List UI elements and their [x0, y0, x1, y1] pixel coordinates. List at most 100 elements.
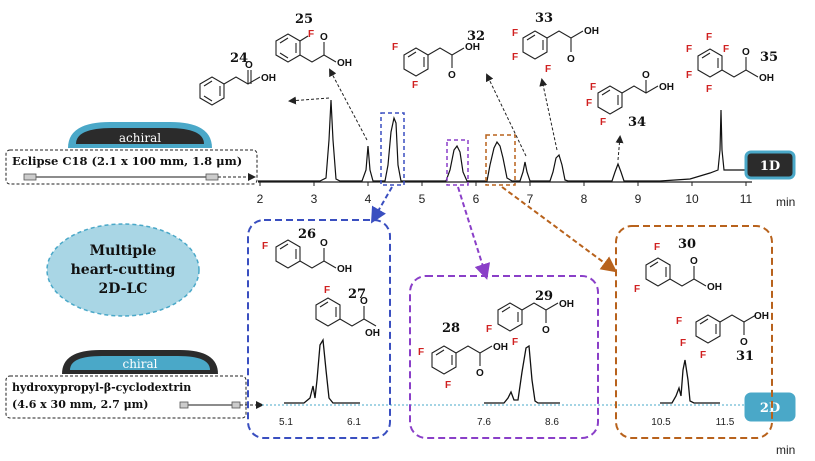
achiral-badge: achiral: [68, 122, 212, 148]
atom-f: F: [706, 32, 712, 43]
atom-oh: OH: [365, 328, 380, 339]
atom-f: F: [512, 28, 518, 39]
atom-o: O: [320, 32, 328, 43]
atom-f: F: [308, 29, 314, 40]
compound-label-32: 32: [467, 29, 485, 44]
atom-f: F: [723, 44, 729, 55]
top-axis-unit: min: [776, 195, 795, 209]
atom-f: F: [706, 84, 712, 95]
arrow-peak-32: [485, 73, 527, 157]
compound-label-30: 30: [678, 237, 696, 252]
atom-f: F: [262, 241, 268, 252]
column2-line1: hydroxypropyl-β-cyclodextrin: [12, 381, 191, 394]
atom-f: F: [686, 70, 692, 81]
compound-label-28: 28: [442, 321, 460, 336]
atom-oh: OH: [261, 73, 276, 84]
heartcut-arrow-blue: [371, 186, 393, 224]
top-axis-tick-label: 9: [635, 192, 642, 206]
dim2-label: 2D: [760, 401, 780, 416]
atom-f: F: [392, 42, 398, 53]
arrow-peak-34: [615, 135, 624, 161]
atom-oh: OH: [754, 311, 769, 322]
structure-32: F F O OH 32: [392, 29, 485, 91]
column2-box: hydroxypropyl-β-cyclodextrin (4.6 x 30 m…: [5, 375, 247, 419]
atom-o: O: [642, 70, 650, 81]
subchromatogram-box-brown: F F O OH 30 F F F O OH 31 10.5 11.5: [615, 225, 773, 439]
atom-f: F: [486, 324, 492, 335]
box1-tick-end: 6.1: [347, 417, 361, 428]
box1-tick-start: 5.1: [279, 417, 293, 428]
atom-f: F: [676, 316, 682, 327]
atom-f: F: [586, 98, 592, 109]
atom-oh: OH: [759, 73, 774, 84]
atom-o: O: [448, 70, 456, 81]
compound-label-35: 35: [760, 50, 778, 65]
subchromatogram-box-blue: F O OH 26 F O OH 27 5.1 6.1: [247, 219, 391, 439]
atom-f: F: [600, 117, 606, 128]
atom-oh: OH: [337, 264, 352, 275]
cut-window-blue: [380, 112, 405, 186]
atom-oh: OH: [659, 82, 674, 93]
column1-label: Eclipse C18 (2.1 x 100 mm, 1.8 μm): [12, 154, 242, 168]
atom-o: O: [567, 54, 575, 65]
center-line1: Multiple: [90, 243, 157, 259]
atom-f: F: [545, 64, 551, 75]
compound-label-25: 25: [295, 12, 313, 27]
atom-f: F: [634, 284, 640, 295]
subchromatogram-box-purple: F F O OH 28 F F O OH 29 7.6 8.6: [409, 275, 599, 439]
compound-label-26: 26: [298, 227, 316, 242]
top-chromatogram: 2 3 4 5 6 7 8 9 10 11 min: [257, 99, 795, 209]
heart-cutting-ellipse: Multiple heart-cutting 2D-LC: [46, 223, 200, 317]
atom-f: F: [445, 380, 451, 391]
compound-label-24: 24: [230, 51, 248, 66]
top-axis-tick-label: 10: [685, 192, 699, 206]
top-axis-tick-label: 4: [365, 192, 372, 206]
arrow-peak-24: [288, 96, 330, 105]
structure-25: F O OH 25: [275, 12, 352, 69]
top-axis-tick-label: 2: [257, 192, 264, 206]
top-axis-tick-label: 8: [581, 192, 588, 206]
atom-f: F: [680, 338, 686, 349]
cut-window-brown: [485, 134, 516, 186]
atom-oh: OH: [465, 42, 480, 53]
top-axis-tick-label: 3: [311, 192, 318, 206]
column1-box: Eclipse C18 (2.1 x 100 mm, 1.8 μm): [5, 149, 258, 185]
top-axis-tick-label: 6: [473, 192, 480, 206]
box2-tick-end: 8.6: [545, 417, 559, 428]
box3-tick-start: 10.5: [651, 417, 671, 428]
atom-o: O: [690, 256, 698, 267]
top-axis-tick-label: 11: [740, 192, 753, 206]
center-line2: heart-cutting: [71, 262, 176, 278]
atom-o: O: [740, 337, 748, 348]
atom-o: O: [542, 325, 550, 336]
dim1-label: 1D: [760, 159, 780, 174]
structure-34: F F F O OH 34: [586, 70, 674, 130]
top-axis-tick-label: 7: [527, 192, 534, 206]
atom-f: F: [412, 80, 418, 91]
atom-f: F: [512, 52, 518, 63]
compound-label-33: 33: [535, 11, 553, 26]
dim2-badge: 2D: [744, 392, 796, 422]
heartcut-arrow-brown: [501, 186, 618, 273]
atom-f: F: [418, 347, 424, 358]
atom-oh: OH: [493, 342, 508, 353]
atom-o: O: [360, 296, 368, 307]
top-axis-tick-label: 5: [419, 192, 426, 206]
compound-label-31: 31: [736, 349, 754, 364]
atom-oh: OH: [584, 26, 599, 37]
arrow-peak-25: [329, 68, 368, 141]
atom-oh: OH: [337, 58, 352, 69]
structure-35: F F F F F O OH 35: [686, 32, 778, 95]
atom-f: F: [686, 44, 692, 55]
arrow-peak-33: [539, 78, 558, 151]
atom-f: F: [324, 285, 330, 296]
column2-line2: (4.6 x 30 mm, 2.7 μm): [12, 398, 149, 411]
atom-oh: OH: [559, 299, 574, 310]
achiral-label: achiral: [119, 131, 161, 145]
box2-tick-start: 7.6: [477, 417, 491, 428]
center-line3: 2D-LC: [99, 281, 148, 297]
atom-o: O: [742, 47, 750, 58]
compound-label-29: 29: [535, 289, 553, 304]
atom-f: F: [590, 82, 596, 93]
atom-o: O: [476, 368, 484, 379]
